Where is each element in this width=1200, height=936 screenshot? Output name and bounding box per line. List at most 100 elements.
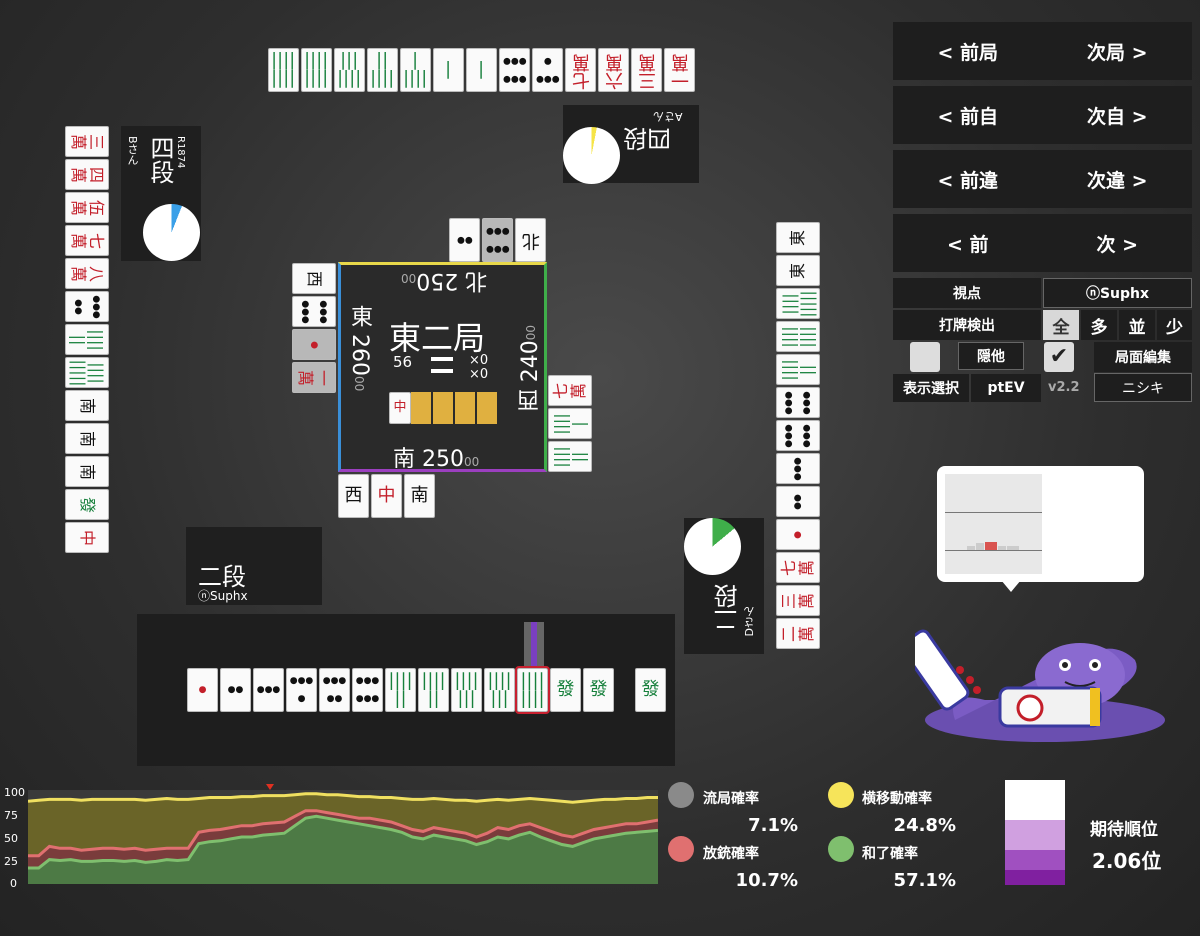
bottom-meld-tile: 南	[404, 474, 435, 518]
ryukyoku-value: 7.1%	[748, 815, 798, 836]
tile-face: 南	[410, 485, 429, 506]
left-meld-tile: ●	[292, 329, 336, 360]
hand-tile[interactable]: |||| ||	[418, 668, 449, 712]
hand-tile[interactable]: ●●● ●●●	[352, 668, 383, 712]
tile-face: ●●	[227, 685, 244, 695]
left-player-rating: R1874	[175, 136, 186, 169]
tile-face: |||| |	[551, 412, 588, 435]
hand-tile[interactable]: 發	[550, 668, 581, 712]
tile-face: ●●● ●●●	[784, 423, 812, 448]
hand-tile[interactable]: |||| |||	[451, 668, 482, 712]
hand-tile[interactable]: |||| |||	[484, 668, 515, 712]
prev-self-button[interactable]: < 前自	[937, 105, 999, 128]
agari-area	[28, 816, 658, 884]
left-player-name: Bさん	[126, 136, 139, 166]
hide-others-checkbox[interactable]	[910, 342, 940, 372]
honba-count: 56	[393, 353, 413, 371]
tile-face: 伍 萬	[68, 199, 106, 216]
drawn-tile[interactable]: 發	[635, 668, 666, 712]
hand-tile[interactable]: 發	[583, 668, 614, 712]
west-score: 西 24000	[518, 325, 543, 412]
houju-line	[28, 809, 658, 858]
tile-face: 二 萬	[778, 625, 816, 642]
hand-tile[interactable]: ●●● ●	[286, 668, 317, 712]
right-discard-tile: |||| ||||	[776, 321, 820, 352]
hand-tile[interactable]: ●●●	[253, 668, 284, 712]
agari-line	[28, 814, 658, 870]
tile-face: ●●● ●●●	[502, 56, 527, 84]
right-discard-tile: 東	[776, 255, 820, 286]
hand-tile[interactable]: |||| ||||	[515, 666, 550, 714]
tile-face: ●●●	[793, 456, 803, 481]
south-score: 南 25000	[393, 447, 480, 472]
top-meld-tile: ●●	[449, 218, 480, 262]
houju-value: 10.7%	[735, 870, 798, 891]
right-discard-tile: ●●● ●●●	[776, 420, 820, 451]
ytick-75: 75	[4, 809, 18, 822]
self-nav: < 前自 次自 >	[893, 86, 1192, 144]
detect-many-option[interactable]: 多	[1081, 310, 1117, 340]
viewpoint-select[interactable]: ⓝSuphx	[1043, 278, 1192, 308]
tile-face: ●●●	[256, 685, 281, 695]
east-score: 東 26000	[347, 305, 372, 392]
left-discard-tile: 三 萬	[65, 126, 109, 157]
detect-normal-option[interactable]: 並	[1119, 310, 1155, 340]
evaluation-bar	[524, 622, 544, 670]
tile-face: |||| ||||	[304, 51, 329, 90]
top-discard-tile: |||| ||||	[301, 48, 332, 92]
tile-face: 發	[556, 679, 575, 700]
tile-face: 七 萬	[68, 232, 106, 249]
detect-few-option[interactable]: 少	[1157, 310, 1192, 340]
left-discard-tile: 四 萬	[65, 159, 109, 190]
hand-tile[interactable]: |||| ||	[385, 668, 416, 712]
tile-face: |||| |||	[454, 670, 479, 709]
edit-position-button[interactable]: 局面編集	[1094, 342, 1192, 372]
left-discard-tile: ●●● ●●	[65, 291, 109, 322]
display-select-label: 表示選択	[893, 374, 969, 402]
hand-tile[interactable]: ●●● ●●	[319, 668, 350, 712]
top-discard-tile: |	[466, 48, 497, 92]
tile-face: 中	[77, 529, 97, 546]
hand-tile[interactable]: ●	[187, 668, 218, 712]
houju-label: 放銃確率	[703, 846, 759, 862]
tile-face: 南	[77, 430, 97, 447]
bottom-player-panel: 二段 ⓝSuphx	[186, 527, 322, 605]
expected-rank-value: 2.06位	[1092, 849, 1162, 873]
tile-face: ●●● ●●●	[300, 299, 328, 324]
right-player-rank: 二段	[714, 584, 742, 632]
next-button[interactable]: 次 >	[1096, 233, 1139, 256]
round-nav: < 前局 次局 >	[893, 22, 1192, 80]
display-select-value[interactable]: ptEV	[971, 374, 1041, 402]
top-meld-tile: 北	[515, 218, 546, 262]
prev-diff-button[interactable]: < 前違	[937, 169, 999, 192]
right-meld-tile: 七 萬	[548, 375, 592, 406]
bottom-meld-tile: 中	[371, 474, 402, 518]
left-discard-tile: 中	[65, 522, 109, 553]
houju-dot-icon	[668, 836, 694, 862]
round-label: 東二局	[389, 319, 486, 357]
next-diff-button[interactable]: 次違 >	[1086, 169, 1148, 192]
tile-face: ●●● ●●	[73, 294, 101, 319]
top-player-rank: 四段	[623, 124, 671, 152]
tile-face: ●●● ●	[535, 56, 560, 84]
probability-chart	[28, 790, 658, 884]
tile-face: 發	[589, 679, 608, 700]
top-discard-tile: ●●● ●	[532, 48, 563, 92]
character-select[interactable]: ニシキ	[1094, 373, 1192, 402]
top-discard-tile: |||| |||	[334, 48, 365, 92]
tile-face: |	[445, 60, 452, 81]
checkmark-icon[interactable]: ✔	[1044, 342, 1074, 372]
version-label: v2.2	[1048, 380, 1080, 395]
mascot-snake-icon	[915, 629, 1165, 742]
ytick-0: 0	[10, 877, 17, 890]
prev-round-button[interactable]: < 前局	[937, 41, 999, 64]
tile-face: ●●● ●●●	[784, 390, 812, 415]
detect-all-option[interactable]: 全	[1043, 310, 1079, 340]
prev-button[interactable]: < 前	[946, 233, 989, 256]
next-round-button[interactable]: 次局 >	[1086, 41, 1148, 64]
right-discard-tile: |||| |||||	[776, 288, 820, 319]
hand-tile[interactable]: ●●	[220, 668, 251, 712]
hide-others-label[interactable]: 隠他	[958, 342, 1024, 370]
center-board: 北 25000 東二局 56 ×0 ×0 東 26000 西 24000 南 2…	[338, 262, 547, 472]
next-self-button[interactable]: 次自 >	[1086, 105, 1148, 128]
